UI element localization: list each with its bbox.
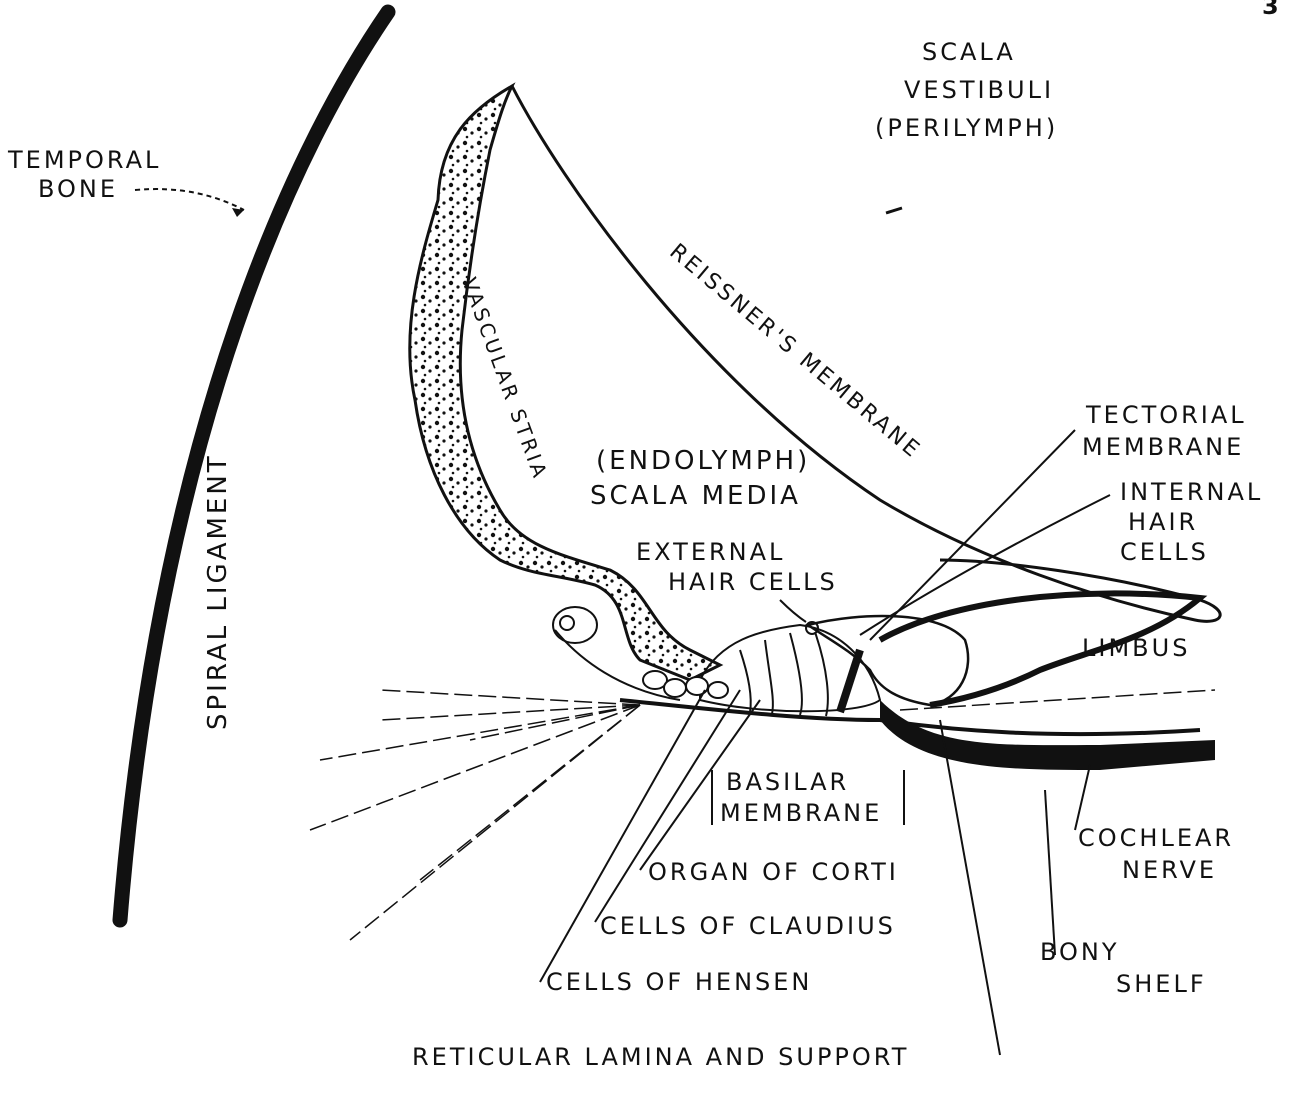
label-scala-media: SCALA MEDIA xyxy=(590,483,801,510)
page-number: 3 xyxy=(1262,0,1282,19)
label-cochlear-nerve-2: NERVE xyxy=(1122,858,1217,883)
label-spiral-ligament: SPIRAL LIGAMENT xyxy=(205,453,232,730)
label-scala-vestibuli-3: (PERILYMPH) xyxy=(875,116,1058,141)
label-scala-vestibuli-2: VESTIBULI xyxy=(904,78,1054,103)
organ-of-corti-cells xyxy=(700,622,880,716)
label-cochlear-nerve-1: COCHLEAR xyxy=(1078,826,1234,851)
label-external-hair-cells-1: EXTERNAL xyxy=(636,540,785,565)
label-reticular-lamina: RETICULAR LAMINA AND SUPPORT xyxy=(412,1045,909,1070)
label-bony-shelf-2: SHELF xyxy=(1116,972,1207,997)
label-cells-of-hensen: CELLS OF HENSEN xyxy=(546,970,812,995)
label-tectorial-membrane-2: MEMBRANE xyxy=(1082,435,1244,460)
small-dash-mark xyxy=(886,208,902,213)
label-internal-hair-cells-2: HAIR xyxy=(1128,510,1198,535)
label-scala-vestibuli-1: SCALA xyxy=(922,40,1016,65)
label-external-hair-cells-2: HAIR CELLS xyxy=(668,570,838,595)
label-internal-hair-cells-1: INTERNAL xyxy=(1120,480,1263,505)
tectorial-membrane-shape xyxy=(808,616,968,705)
reissners-membrane-line xyxy=(512,86,1220,621)
label-limbus: LIMBUS xyxy=(1082,636,1190,661)
leader-lines xyxy=(540,430,1110,1055)
label-tectorial-membrane-1: TECTORIAL xyxy=(1086,403,1247,428)
label-cells-of-claudius: CELLS OF CLAUDIUS xyxy=(600,914,896,939)
label-endolymph: (ENDOLYMPH) xyxy=(596,448,810,475)
temporal-bone-leader xyxy=(135,189,244,210)
label-basilar-membrane-2: MEMBRANE xyxy=(720,801,882,826)
label-bony-shelf-1: BONY xyxy=(1040,940,1120,965)
label-temporal-bone-1: TEMPORAL xyxy=(8,148,161,173)
label-temporal-bone-2: BONE xyxy=(38,177,118,202)
label-basilar-membrane-1: BASILAR xyxy=(726,770,849,795)
label-organ-of-corti: ORGAN OF CORTI xyxy=(648,860,899,885)
label-internal-hair-cells-3: CELLS xyxy=(1120,540,1209,565)
